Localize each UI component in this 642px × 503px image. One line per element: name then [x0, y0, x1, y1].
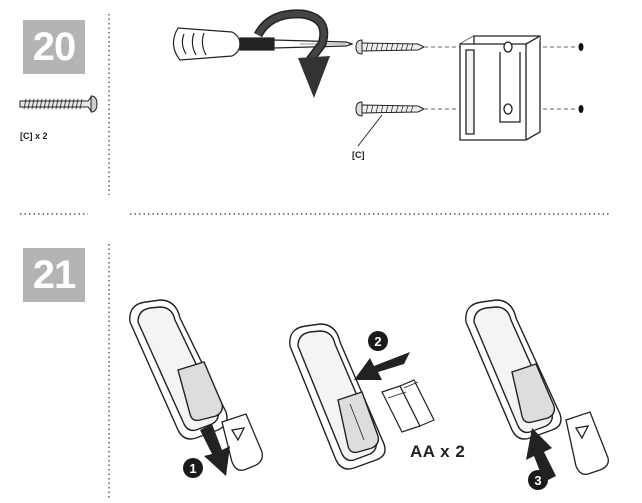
remote-2-icon	[289, 323, 386, 470]
screwdriver-icon	[172, 27, 354, 61]
battery-cover-1-icon	[221, 413, 263, 471]
wall-hole-bottom	[578, 105, 584, 113]
screw-callout-label: [C]	[352, 150, 365, 160]
arrow-left-icon	[354, 352, 410, 380]
remote-3-icon	[465, 299, 562, 440]
callout-1: 1	[183, 458, 203, 478]
remote-1-icon	[129, 299, 228, 440]
screw-bottom-icon	[355, 101, 426, 117]
screw-top-icon	[355, 39, 426, 55]
part-quantity-label: [C] x 2	[20, 131, 48, 141]
wall-bracket-icon	[459, 35, 541, 141]
batteries-icon	[381, 379, 435, 433]
step-20-badge: 20	[23, 20, 85, 74]
screw-callout-leader	[357, 114, 383, 147]
step-21-badge: 21	[23, 248, 85, 302]
arrow-up-icon	[526, 428, 556, 482]
wall-hole-top	[578, 43, 584, 51]
arrow-down-icon	[200, 424, 230, 476]
rotation-arrow-icon	[254, 9, 330, 98]
battery-cover-3-icon	[565, 411, 609, 475]
screw-icon	[19, 95, 98, 113]
callout-2: 2	[368, 331, 388, 351]
battery-quantity-label: AA x 2	[410, 442, 466, 461]
